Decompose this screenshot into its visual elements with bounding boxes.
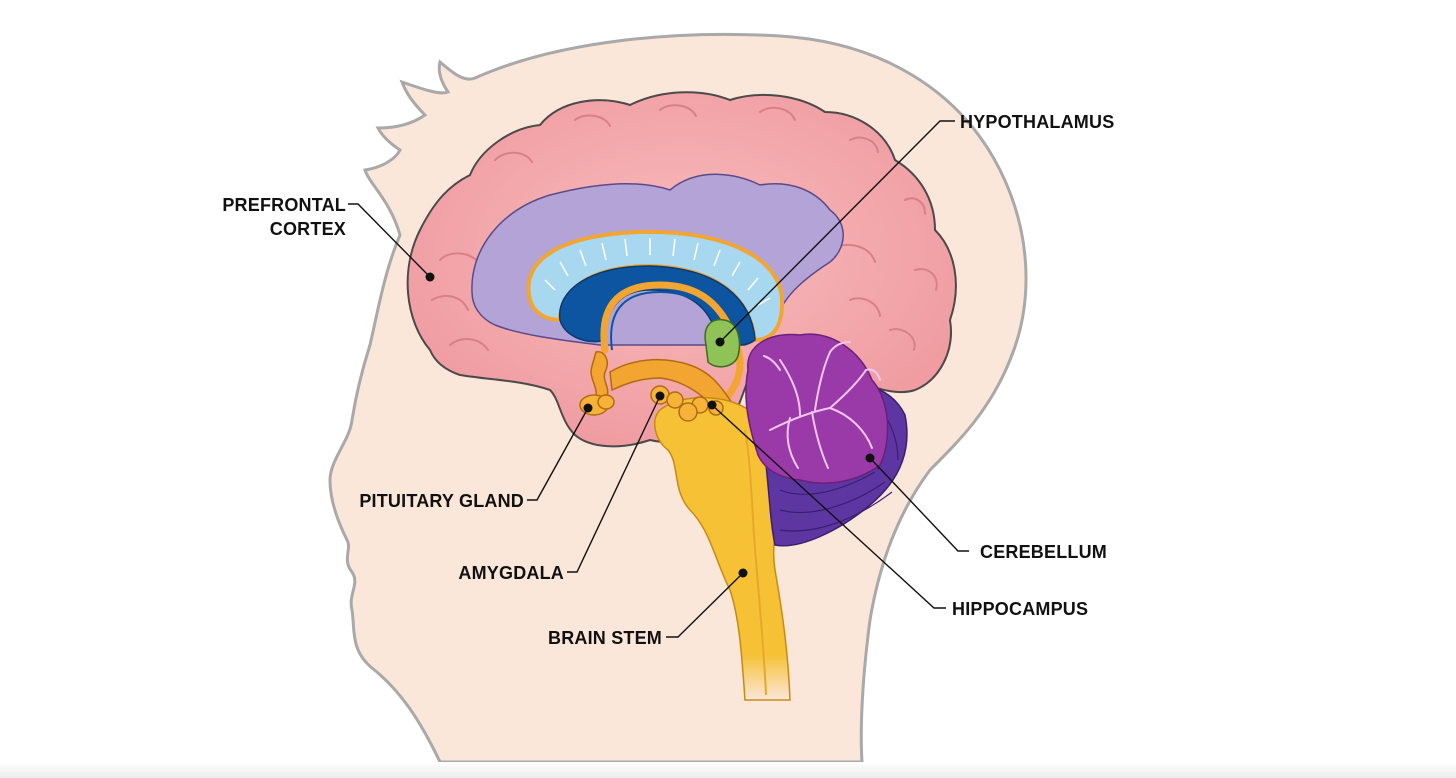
cortex-folds bbox=[431, 104, 938, 351]
pituitary-gland-lobe bbox=[597, 394, 615, 410]
leader-dots bbox=[425, 272, 875, 578]
pituitary-stalk bbox=[590, 351, 609, 399]
label-prefrontal-cortex-line2: CORTEX bbox=[270, 219, 346, 239]
label-cerebellum: CEREBELLUM bbox=[980, 542, 1107, 562]
label-hippocampus: HIPPOCAMPUS bbox=[952, 599, 1088, 619]
dot-prefrontal-cortex bbox=[425, 272, 435, 282]
leader-amygdala bbox=[567, 395, 661, 573]
label-prefrontal-cortex-line1: PREFRONTAL bbox=[222, 195, 346, 215]
dot-hypothalamus bbox=[715, 337, 725, 347]
leader-hypothalamus bbox=[719, 120, 955, 343]
leader-hippocampus bbox=[711, 404, 946, 609]
arbor-vitae bbox=[763, 341, 881, 469]
brain-stem-groove bbox=[744, 429, 767, 696]
label-hypothalamus: HYPOTHALAMUS bbox=[960, 112, 1114, 132]
dot-amygdala bbox=[655, 391, 665, 401]
dot-hippocampus bbox=[707, 400, 717, 410]
leader-pituitary-gland bbox=[527, 407, 589, 501]
fornix-arc bbox=[600, 281, 744, 409]
labels: PREFRONTAL CORTEX HYPOTHALAMUS PITUITARY… bbox=[222, 112, 1114, 648]
leader-brain-stem bbox=[666, 572, 744, 638]
label-brain-stem: BRAIN STEM bbox=[548, 628, 662, 648]
label-amygdala: AMYGDALA bbox=[458, 563, 564, 583]
corpus-callosum-stripes bbox=[544, 238, 771, 306]
leader-prefrontal-cortex bbox=[348, 203, 431, 278]
bottom-edge-shadow bbox=[0, 762, 1456, 778]
dot-cerebellum bbox=[865, 453, 875, 463]
label-pituitary-gland: PITUITARY GLAND bbox=[359, 491, 524, 511]
fornix-arc-inner bbox=[610, 290, 729, 351]
cerebellum-structure bbox=[745, 333, 889, 484]
dot-brain-stem bbox=[738, 568, 748, 578]
dot-pituitary-gland bbox=[583, 403, 593, 413]
leader-cerebellum bbox=[869, 457, 969, 552]
leader-lines bbox=[348, 120, 969, 638]
